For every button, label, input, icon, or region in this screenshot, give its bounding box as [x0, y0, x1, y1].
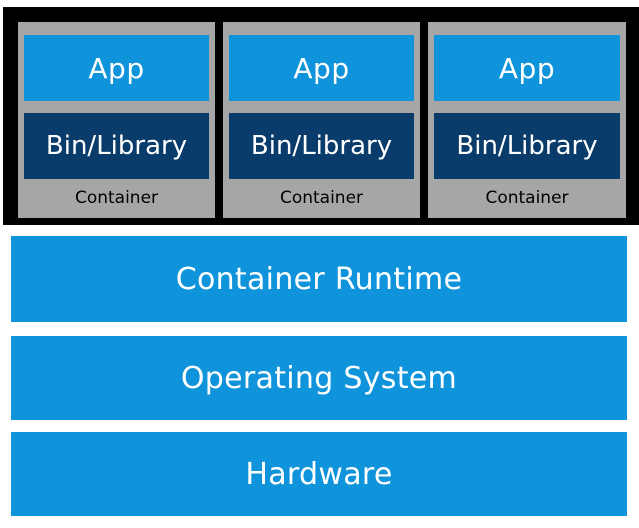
hardware-layer: Hardware: [11, 432, 627, 516]
app-label: App: [293, 51, 350, 85]
container-label: Container: [485, 188, 569, 208]
container-runtime-label: Container Runtime: [175, 261, 463, 297]
operating-system-layer: Operating System: [11, 336, 627, 420]
operating-system-label: Operating System: [180, 360, 458, 396]
container-label: Container: [279, 188, 364, 208]
app-block: App: [434, 35, 620, 101]
app-label: App: [498, 51, 556, 85]
app-block: App: [229, 35, 414, 101]
bin-library-block: Bin/Library: [229, 113, 414, 179]
container-runtime-layer: Container Runtime: [11, 236, 627, 322]
bin-library-label: Bin/Library: [456, 131, 598, 161]
container-label: Container: [74, 188, 159, 208]
bin-library-label: Bin/Library: [250, 131, 393, 161]
container-3: App Bin/Library Container: [428, 22, 626, 218]
bin-library-block: Bin/Library: [24, 113, 209, 179]
bin-library-block: Bin/Library: [434, 113, 620, 179]
bin-library-label: Bin/Library: [45, 131, 188, 161]
container-2: App Bin/Library Container: [223, 22, 420, 218]
app-label: App: [88, 51, 145, 85]
containers-frame: App Bin/Library Container App Bin/Librar…: [3, 7, 639, 225]
container-1: App Bin/Library Container: [18, 22, 215, 218]
app-block: App: [24, 35, 209, 101]
hardware-label: Hardware: [245, 456, 393, 492]
